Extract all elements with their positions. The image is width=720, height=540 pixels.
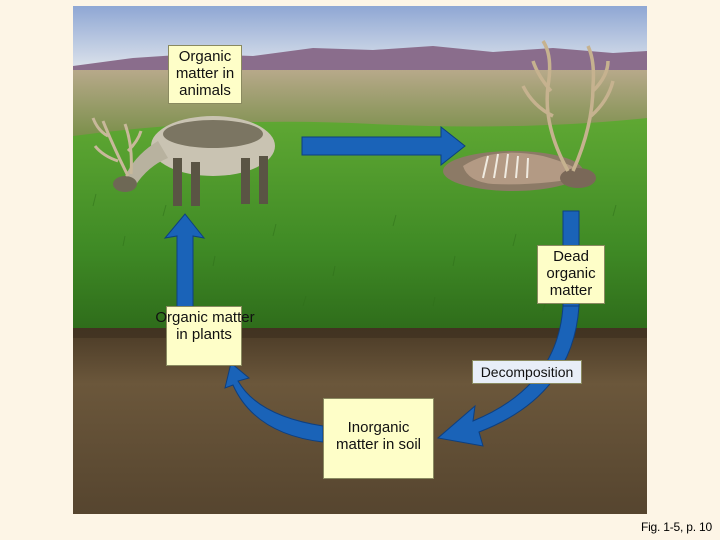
label-organic-matter-animals: Organic matter in animals bbox=[168, 45, 242, 104]
label-line: Organic matter bbox=[143, 309, 267, 326]
label-line: matter in soil bbox=[324, 436, 433, 453]
label-line: in plants bbox=[167, 326, 241, 343]
label-line: Dead bbox=[538, 248, 604, 265]
label-line: animals bbox=[169, 82, 241, 99]
label-line: Inorganic bbox=[324, 419, 433, 436]
label-line: Decomposition bbox=[473, 364, 581, 381]
label-line: matter bbox=[538, 282, 604, 299]
label-organic-matter-plants: Organic matter in plants bbox=[166, 306, 242, 366]
label-line: organic bbox=[538, 265, 604, 282]
label-inorganic-matter-soil: Inorganic matter in soil bbox=[323, 398, 434, 479]
figure-caption: Fig. 1-5, p. 10 bbox=[641, 520, 712, 534]
label-decomposition: Decomposition bbox=[472, 360, 582, 384]
label-line: matter in bbox=[169, 65, 241, 82]
label-line: Organic bbox=[169, 48, 241, 65]
label-dead-organic-matter: Dead organic matter bbox=[537, 245, 605, 304]
